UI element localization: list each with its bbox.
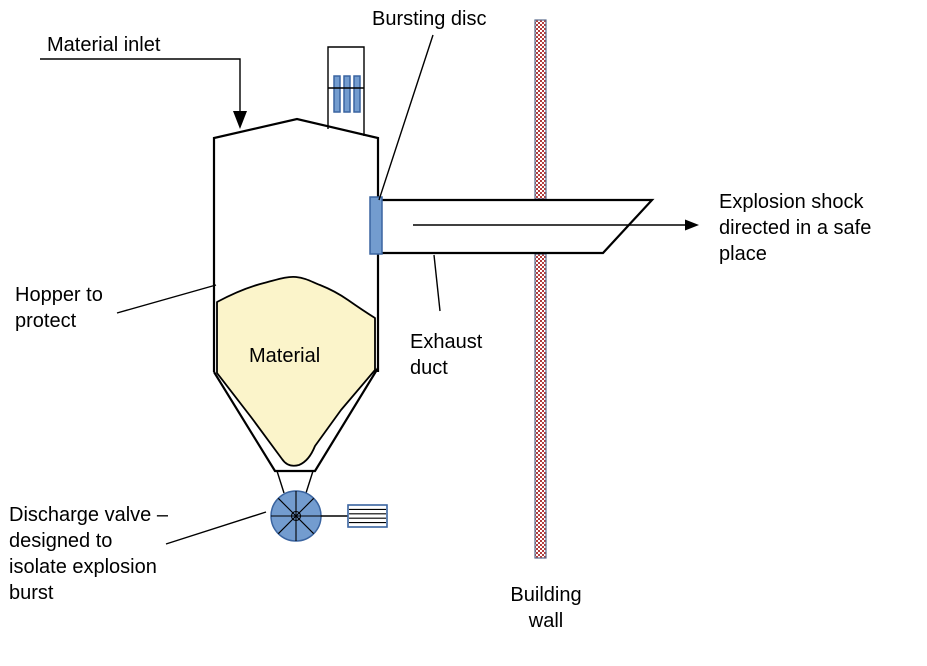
inlet-filter-shape — [327, 46, 365, 136]
valve-motor-shape — [321, 504, 388, 528]
hopper-leader-line — [116, 284, 217, 314]
explosion-shock-label: Explosion shock directed in a safe place — [719, 191, 872, 265]
material-label: Material — [249, 345, 321, 367]
explosion-direction-arrow — [413, 219, 699, 231]
building-wall-label: Building wall — [510, 584, 582, 632]
exhaust-duct-leader-line — [433, 254, 441, 312]
bursting-disc-label: Bursting disc — [372, 8, 487, 30]
hopper-label: Hopper to protect — [15, 284, 103, 332]
exhaust-duct-label: Exhaust duct — [410, 331, 483, 379]
discharge-valve-label: Discharge valve – designed to isolate ex… — [9, 504, 168, 604]
bursting-disc-shape — [369, 196, 383, 255]
discharge-valve-leader-line — [165, 511, 267, 545]
exhaust-duct-shape — [382, 198, 655, 255]
material-inlet-label: Material inlet — [47, 34, 161, 56]
material-fill-shape — [216, 275, 376, 467]
material-inlet-arrow — [40, 58, 247, 129]
discharge-valve-shape — [270, 490, 322, 542]
building-wall-shape — [534, 19, 547, 559]
bursting-disc-leader-line — [378, 34, 434, 201]
